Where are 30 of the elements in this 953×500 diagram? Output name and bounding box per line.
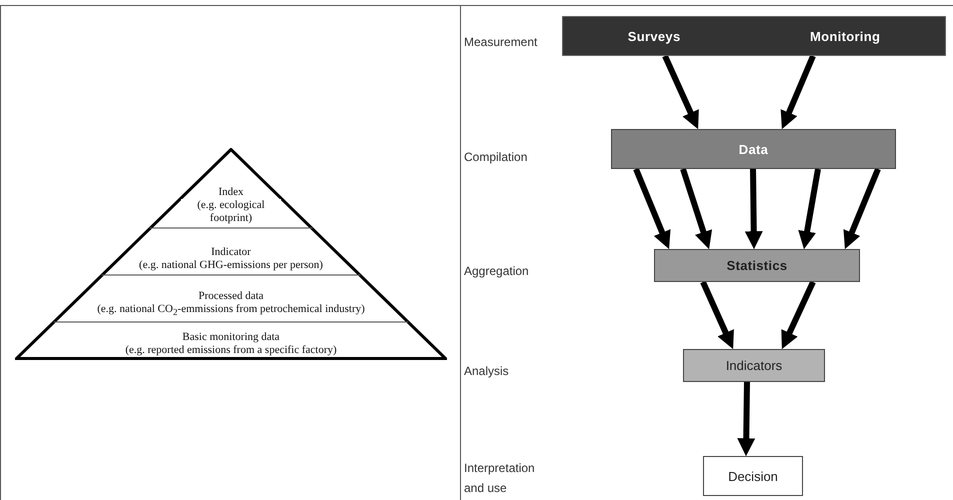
stage-label: Compilation (464, 149, 528, 166)
arrow (662, 54, 699, 130)
stage-box (654, 249, 860, 282)
pyramid-tier: Processed data (e.g. national CO$_{2}$-emmissions from petrochemical industry) (71, 278, 391, 319)
arrow (633, 168, 671, 250)
pyramid-tier: Basic monitoring data (e.g. reported emissions from a specific factory) (61, 325, 401, 357)
stage-label: Measurement (464, 34, 538, 51)
box-label: Statistics (726, 258, 788, 273)
stage-box (611, 129, 896, 169)
box-label: Indicators (726, 358, 782, 373)
arrow (700, 280, 734, 350)
stage-label: Aggregation (464, 263, 530, 280)
stage-box (703, 456, 803, 496)
stage-label: Interpretation and use (464, 460, 536, 497)
pyramid-tier: Indicator (e.g. national GHG-emissions per person) (106, 231, 356, 272)
arrow (798, 168, 821, 250)
box-label: Monitoring (810, 28, 880, 44)
arrow (781, 280, 816, 350)
arrow (680, 168, 712, 250)
arrow (843, 168, 881, 250)
pyramid-tier: Index (e.g. ecological footprint) (181, 151, 281, 225)
box-label: Surveys (628, 28, 680, 44)
arrow (737, 382, 756, 456)
stage-box (562, 16, 946, 56)
box-label: Data (738, 142, 768, 156)
arrow (744, 168, 763, 250)
stage-box (683, 349, 825, 382)
stage-label: Analysis (464, 363, 510, 380)
arrow (780, 54, 816, 130)
box-label: Decision (728, 468, 778, 484)
